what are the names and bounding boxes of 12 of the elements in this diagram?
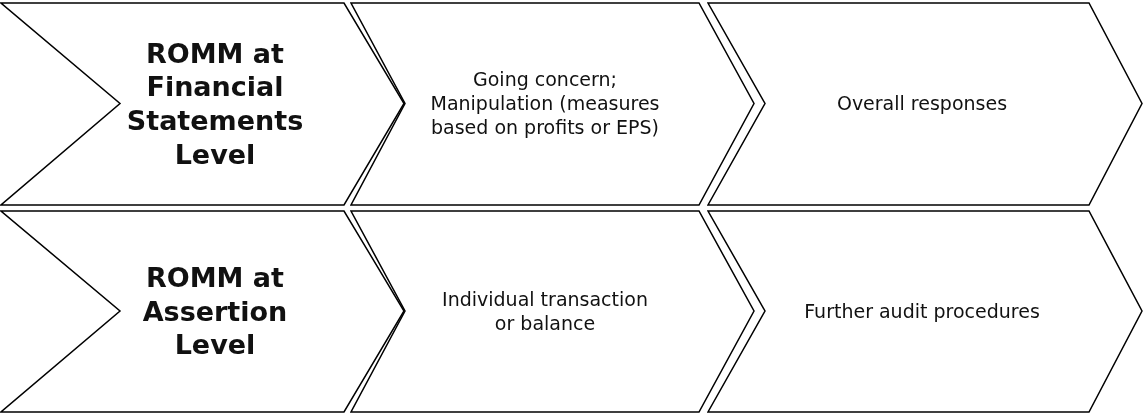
chevron-step bbox=[350, 210, 755, 413]
step-label: Individual transaction or balance bbox=[441, 287, 649, 336]
chevron-step bbox=[350, 2, 755, 206]
chevron-step bbox=[707, 210, 1143, 413]
step-label: Further audit procedures bbox=[804, 299, 1040, 324]
chevron-step bbox=[0, 210, 405, 413]
step-heading: ROMM at Financial Statements Level bbox=[125, 36, 305, 172]
chevron-step bbox=[707, 2, 1143, 206]
chevron-step bbox=[0, 2, 405, 206]
step-label: Overall responses bbox=[836, 92, 1008, 116]
step-heading: ROMM at Assertion Level bbox=[141, 260, 289, 363]
step-label: Going concern; Manipulation (measures based on profits or EPS) bbox=[429, 68, 661, 140]
